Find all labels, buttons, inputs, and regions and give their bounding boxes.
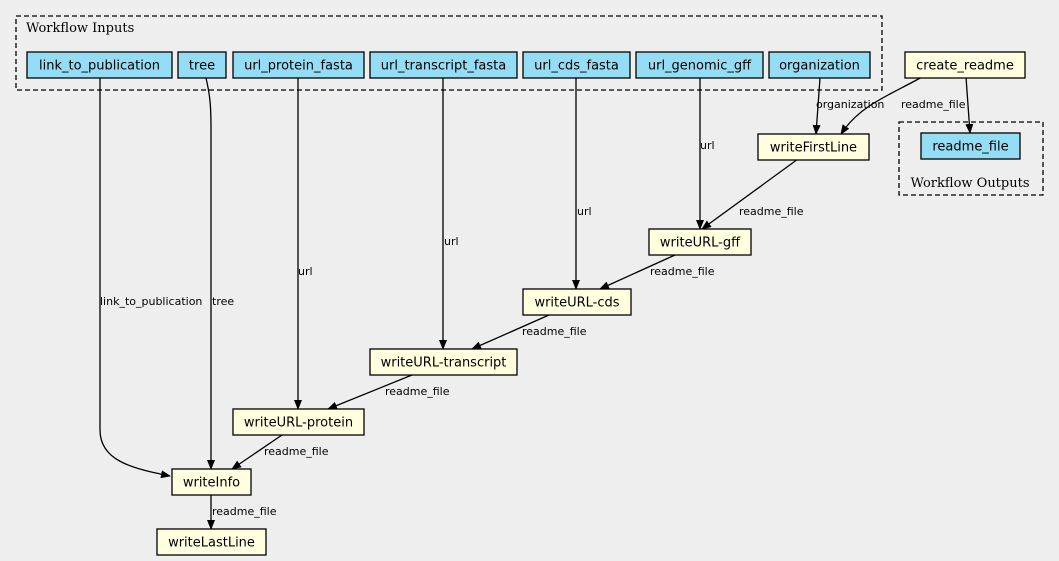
input-url-transcript-fasta-label: url_transcript_fasta — [381, 59, 506, 74]
edge-label-readme-gff: readme_file — [650, 265, 715, 278]
edge-createreadme-to-readmefile — [965, 76, 974, 134]
input-url-protein-fasta-label: url_protein_fasta — [244, 59, 353, 74]
edge-label-readme-cds: readme_file — [522, 325, 587, 338]
edge-writeurl-gff-to-writeurl-cds — [599, 254, 676, 290]
output-readme-file-label: readme_file — [932, 140, 1008, 155]
step-writeurl-transcript[interactable]: writeURL-transcript — [369, 348, 518, 376]
edge-writefirstline-to-writeurl-gff — [701, 158, 799, 230]
edge-label-url-transcript: url — [444, 235, 459, 248]
input-url-cds-fasta-label: url_cds_fasta — [534, 59, 619, 74]
edge-label-organization: organization — [816, 98, 884, 111]
step-writeurl-transcript-label: writeURL-transcript — [381, 356, 507, 371]
step-writelastline[interactable]: writeLastLine — [156, 528, 267, 556]
step-writefirstline[interactable]: writeFirstLine — [757, 133, 870, 161]
input-link-to-publication-label: link_to_publication — [39, 59, 160, 74]
step-writeinfo[interactable]: writeInfo — [171, 468, 252, 496]
input-url-genomic-gff-label: url_genomic_gff — [648, 59, 752, 74]
step-writelastline-label: writeLastLine — [168, 536, 255, 551]
workflow-inputs-cluster: Workflow Inputs — [15, 15, 883, 91]
input-url-genomic-gff[interactable]: url_genomic_gff — [635, 51, 764, 79]
edge-writeurl-cds-to-writeurl-transcript — [471, 314, 550, 350]
input-organization-label: organization — [779, 59, 860, 74]
step-writeurl-gff[interactable]: writeURL-gff — [648, 228, 752, 256]
input-link-to-publication[interactable]: link_to_publication — [26, 51, 173, 79]
edge-label-url-gff: url — [700, 139, 715, 152]
edge-label-readme-writeinfo: readme_file — [212, 505, 277, 518]
step-writeurl-cds[interactable]: writeURL-cds — [522, 288, 632, 316]
workflow-inputs-title: Workflow Inputs — [26, 21, 134, 36]
edge-label-readme-firstline: readme_file — [739, 205, 804, 218]
edge-label-url-cds: url — [577, 205, 592, 218]
edge-link-to-writeinfo — [99, 78, 171, 479]
edge-label-readme-protein: readme_file — [264, 445, 329, 458]
edge-organization-to-writefirstline — [812, 77, 821, 135]
step-writefirstline-label: writeFirstLine — [770, 141, 857, 156]
workflow-outputs-cluster: Workflow Outputs — [898, 121, 1044, 196]
step-writeurl-gff-label: writeURL-gff — [660, 236, 741, 251]
input-url-protein-fasta[interactable]: url_protein_fasta — [232, 51, 365, 79]
step-writeurl-protein-label: writeURL-protein — [244, 416, 353, 431]
input-tree-label: tree — [189, 59, 215, 74]
output-readme-file[interactable]: readme_file — [920, 132, 1021, 160]
edge-writeurl-protein-to-writeinfo — [231, 434, 283, 470]
step-writeurl-protein[interactable]: writeURL-protein — [232, 408, 365, 436]
edge-label-link-to-publication: link_to_publication — [100, 295, 202, 308]
edge-writeurl-transcript-to-writeurl-protein — [327, 374, 413, 410]
workflow-outputs-title: Workflow Outputs — [911, 176, 1030, 191]
input-tree[interactable]: tree — [177, 51, 227, 79]
edge-labels: link_to_publication tree url url url url… — [100, 98, 966, 518]
input-url-cds-fasta[interactable]: url_cds_fasta — [522, 51, 631, 79]
input-organization[interactable]: organization — [768, 51, 871, 79]
step-writeurl-cds-label: writeURL-cds — [534, 296, 619, 311]
edge-createreadme-to-writefirstline — [840, 76, 923, 135]
edge-label-url-protein: url — [298, 265, 313, 278]
edge-label-readme-createreadme: readme_file — [901, 98, 966, 111]
step-writeinfo-label: writeInfo — [183, 476, 240, 491]
edge-label-tree: tree — [212, 295, 234, 308]
step-create-readme-label: create_readme — [916, 59, 1014, 74]
edge-label-readme-transcript: readme_file — [385, 385, 450, 398]
step-create-readme[interactable]: create_readme — [904, 51, 1026, 79]
edge-tree-to-writeinfo — [205, 77, 215, 470]
input-url-transcript-fasta[interactable]: url_transcript_fasta — [369, 51, 518, 79]
edges — [99, 76, 974, 530]
